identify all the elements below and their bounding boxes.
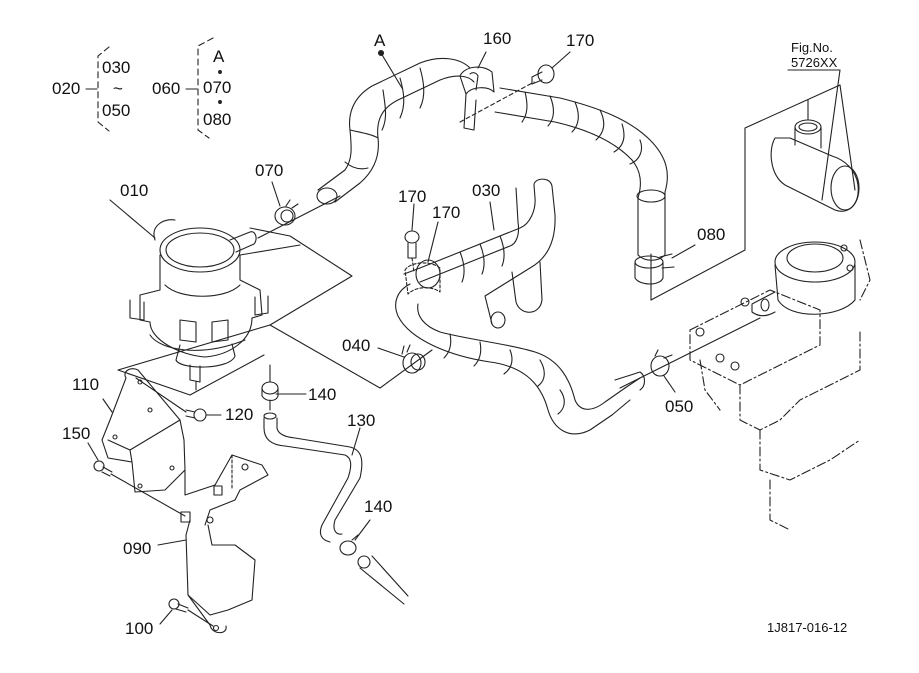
callout-070: 070 bbox=[255, 161, 284, 180]
callout-A: A bbox=[374, 31, 386, 50]
drain-hose-130 bbox=[264, 413, 362, 542]
callout-140-upper: 140 bbox=[308, 385, 337, 404]
fig-ref-line1: Fig.No. bbox=[791, 40, 833, 55]
t-fitting-fig-5726XX bbox=[771, 70, 859, 211]
callout-080: 080 bbox=[697, 225, 726, 244]
hose-clamp-080 bbox=[635, 85, 855, 300]
legend-060-parent: 060 bbox=[152, 79, 181, 98]
callout-130: 130 bbox=[347, 411, 376, 430]
group-legend-060-bracket bbox=[186, 38, 221, 138]
callout-120: 120 bbox=[225, 405, 254, 424]
clip-140-lower bbox=[340, 520, 408, 604]
callout-150: 150 bbox=[62, 424, 91, 443]
bolt-150 bbox=[88, 443, 185, 516]
legend-060-item-080: 080 bbox=[203, 110, 232, 129]
legend-020-to: 050 bbox=[102, 101, 131, 120]
bracket-090 bbox=[158, 455, 268, 633]
hose-clamp-070 bbox=[258, 182, 340, 238]
callout-170-lower: 170 bbox=[398, 187, 427, 206]
callout-160-upper: 160 bbox=[483, 29, 512, 48]
legend-020-from: 030 bbox=[102, 58, 131, 77]
callout-110: 110 bbox=[72, 375, 100, 394]
clip-140-upper bbox=[262, 365, 306, 410]
legend-020-sep: ~ bbox=[113, 79, 123, 98]
hose-clamp-040 bbox=[270, 325, 432, 388]
oil-separator-010 bbox=[110, 200, 268, 390]
group-legend-020-bracket bbox=[86, 47, 109, 131]
callout-100: 100 bbox=[125, 619, 154, 638]
drawing-number: 1J817-016-12 bbox=[767, 620, 848, 635]
reference-lines-010 bbox=[118, 228, 352, 395]
legend-060-item-070: 070 bbox=[203, 78, 232, 97]
bolt-170-upper bbox=[460, 52, 570, 122]
callout-140-lower: 140 bbox=[364, 497, 393, 516]
fig-ref-line2: 5726XX bbox=[791, 55, 838, 70]
callout-050: 050 bbox=[665, 397, 694, 416]
bolt-170-lower bbox=[405, 204, 419, 272]
callout-010: 010 bbox=[120, 181, 149, 200]
lower-hose-030 bbox=[396, 179, 645, 434]
callout-040: 040 bbox=[342, 336, 371, 355]
upper-hose-A bbox=[317, 51, 667, 261]
engine-head-outline bbox=[690, 240, 870, 530]
legend-060-item-A: A bbox=[213, 47, 225, 66]
bolt-120 bbox=[136, 378, 221, 421]
bracket-plate-110 bbox=[102, 369, 185, 492]
callout-090: 090 bbox=[123, 539, 152, 558]
callout-160-lower: 170 bbox=[432, 203, 461, 222]
hose-clamp-bracket-160-upper bbox=[460, 52, 494, 130]
callout-170-upper: 170 bbox=[566, 31, 595, 50]
callout-030: 030 bbox=[472, 181, 501, 200]
hose-clamp-bracket-160-lower bbox=[404, 222, 440, 294]
legend-020-parent: 020 bbox=[52, 79, 81, 98]
bolt-100 bbox=[160, 599, 213, 626]
breather-cover bbox=[696, 242, 855, 370]
